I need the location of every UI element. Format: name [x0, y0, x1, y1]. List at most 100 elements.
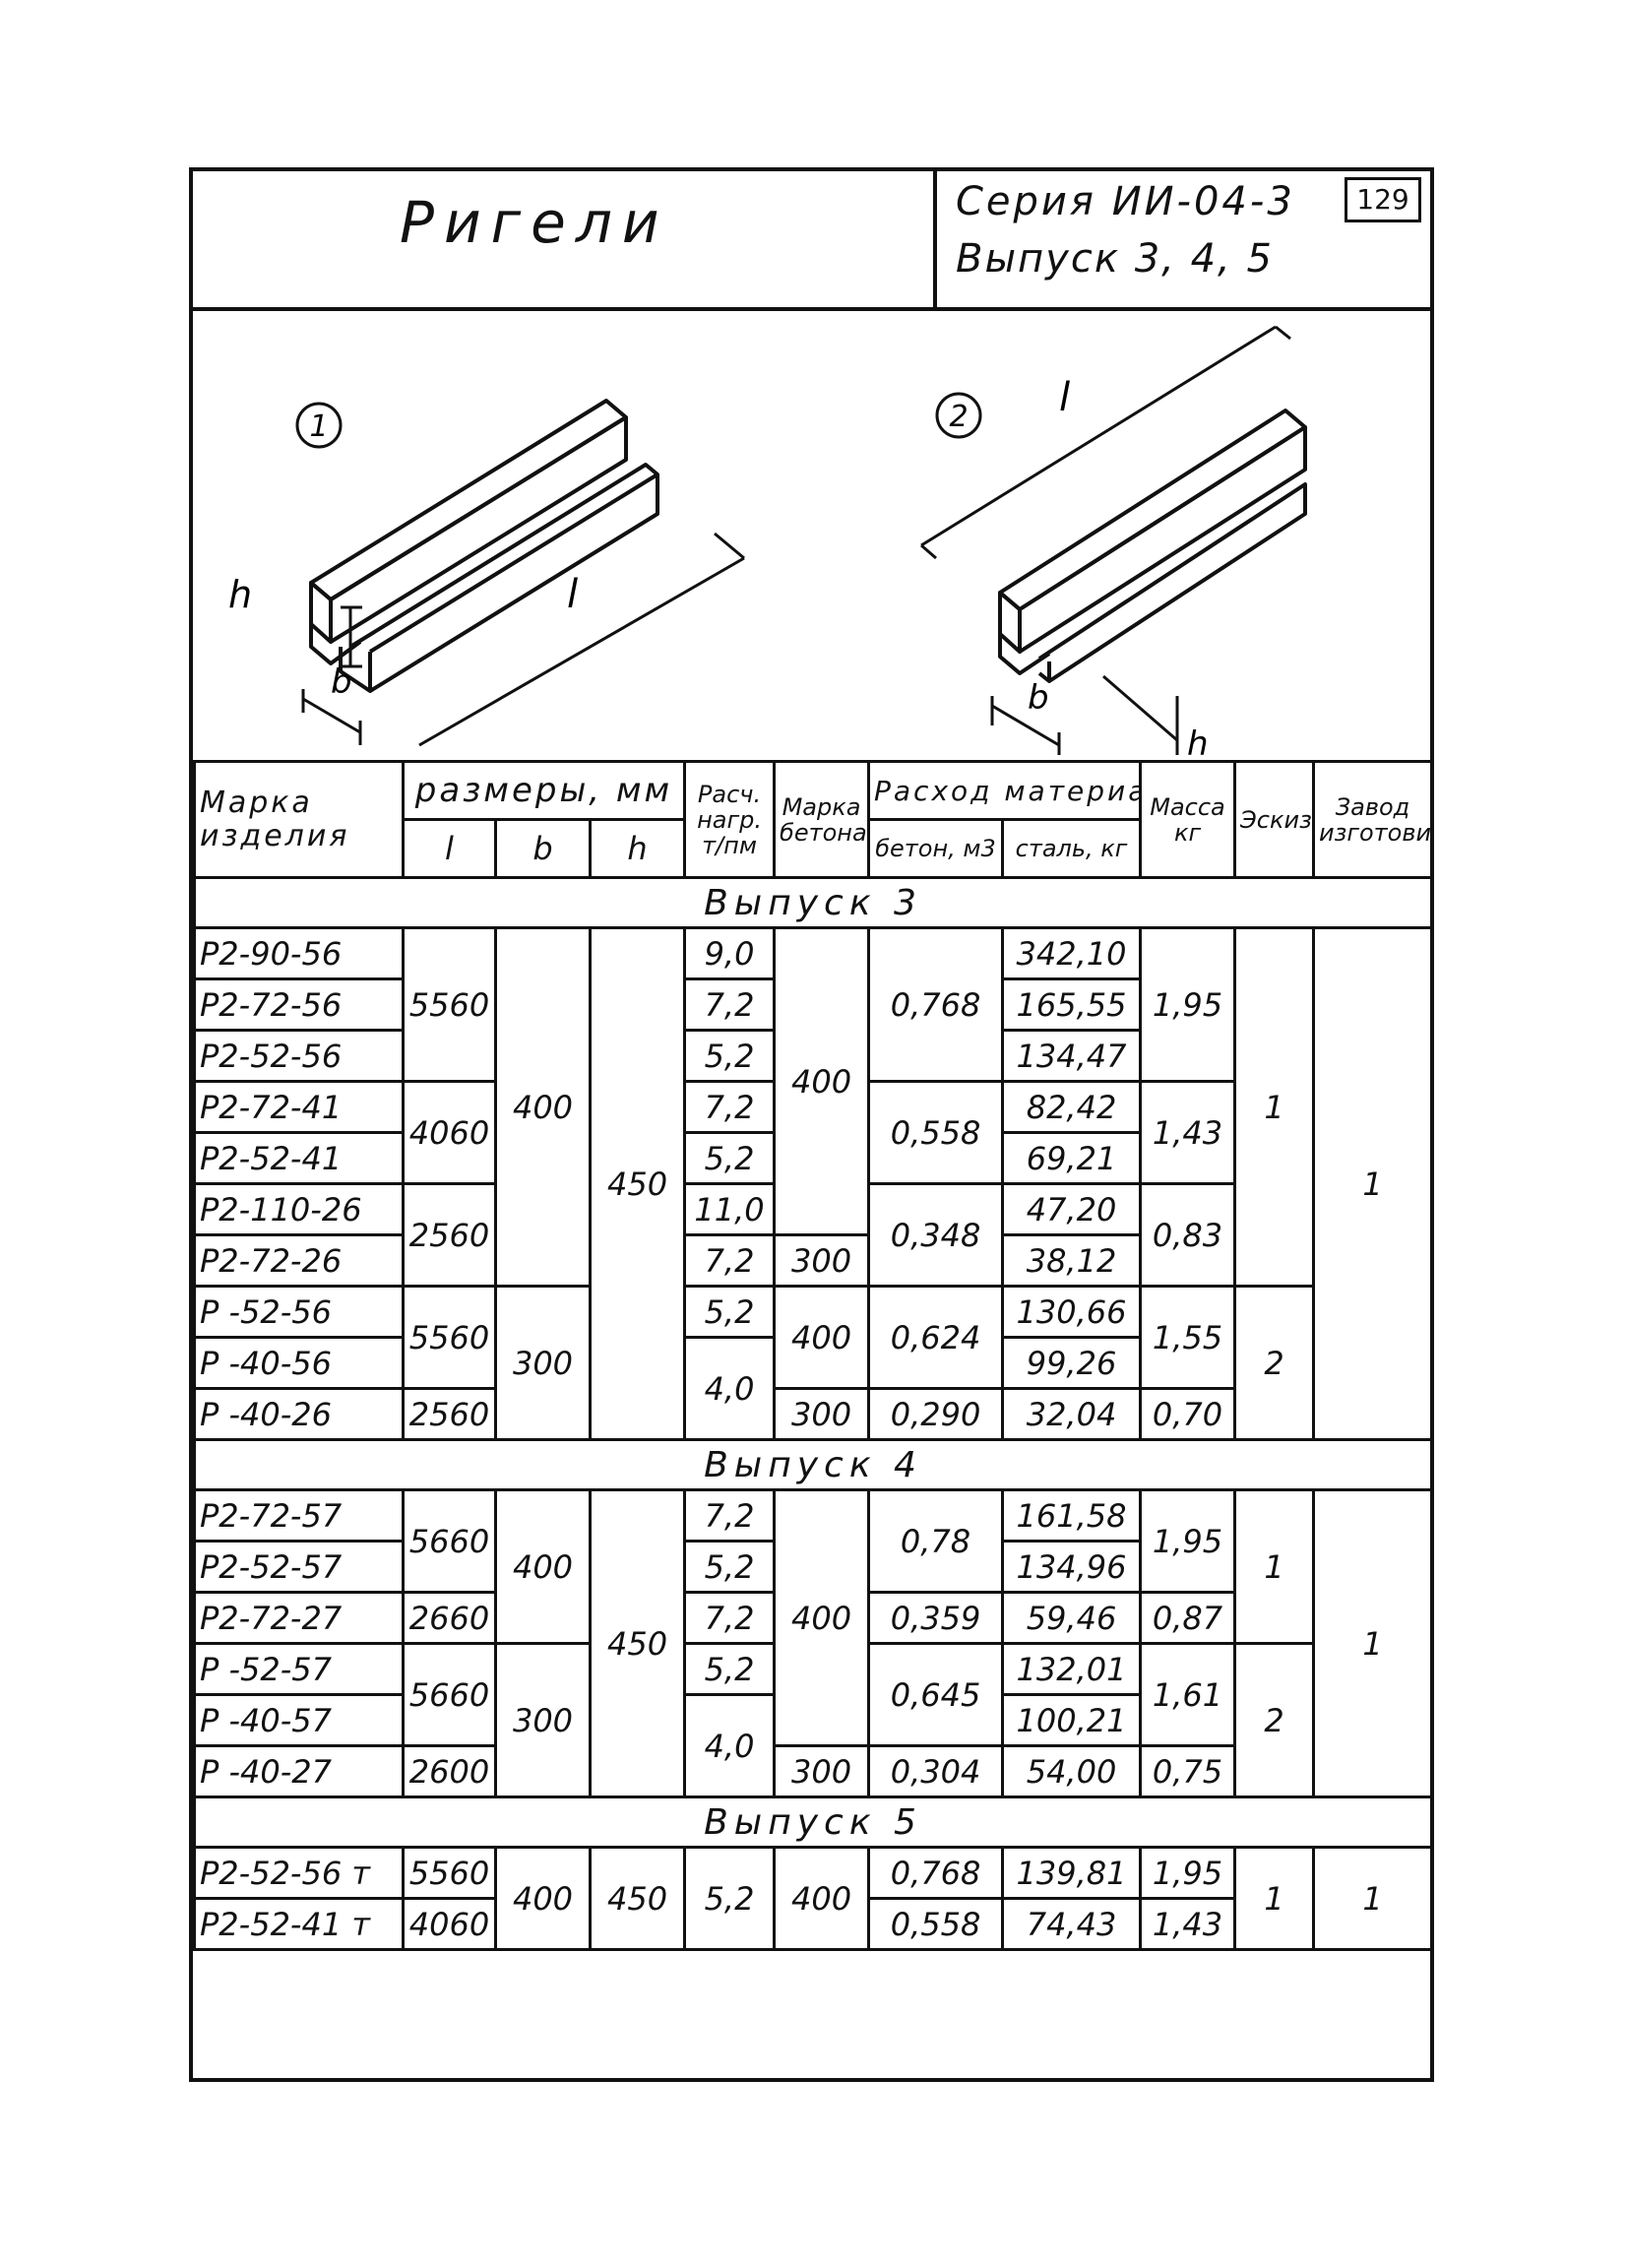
title-block: Ригели Серия ИИ-04-3 Выпуск 3, 4, 5 129 — [193, 171, 1430, 311]
cell-grade: 400 — [773, 1846, 871, 1951]
cell-h: 450 — [588, 1846, 687, 1951]
cell-sketch: 1 — [1233, 1846, 1316, 1951]
dim-h-label-1: h — [228, 573, 252, 616]
cell-load: 11,0 — [683, 1182, 777, 1236]
col-h-header: h — [588, 818, 687, 879]
cell-concrete: 0,78 — [867, 1488, 1005, 1594]
fig-1-marker — [295, 402, 343, 449]
cell-load: 9,0 — [683, 926, 777, 980]
col-factory-header: Завод изготовитель — [1312, 760, 1434, 879]
cell-h: 450 — [588, 926, 687, 1441]
cell-l: 4060 — [402, 1897, 497, 1951]
cell-concrete: 0,359 — [867, 1591, 1005, 1645]
cell-concrete: 0,290 — [867, 1387, 1005, 1441]
cell-load: 7,2 — [683, 1488, 777, 1543]
cell-concrete: 0,558 — [867, 1080, 1005, 1185]
cell-steel: 54,00 — [1001, 1744, 1143, 1798]
cell-mass: 1,55 — [1139, 1285, 1237, 1390]
cell-l: 2560 — [402, 1387, 497, 1441]
row-mark: Р2-52-56 т — [193, 1846, 405, 1900]
cell-concrete: 0,645 — [867, 1642, 1005, 1747]
row-mark: Р -40-56 — [193, 1336, 405, 1390]
row-mark: Р2-72-26 — [193, 1233, 405, 1288]
cell-concrete: 0,304 — [867, 1744, 1005, 1798]
row-mark: Р2-72-41 — [193, 1080, 405, 1134]
section-title: Выпуск 3 — [192, 876, 1434, 929]
drawing-sheet: Ригели Серия ИИ-04-3 Выпуск 3, 4, 5 129 — [189, 167, 1434, 2082]
cell-factory: 1 — [1312, 1846, 1434, 1951]
cell-l: 5660 — [402, 1488, 497, 1594]
cell-grade: 300 — [773, 1744, 871, 1798]
fig-2-label: 2 — [949, 400, 968, 434]
cell-factory: 1 — [1312, 1488, 1434, 1798]
row-mark: Р -40-26 — [193, 1387, 405, 1441]
cell-steel: 342,10 — [1001, 926, 1143, 980]
cell-load: 5,2 — [683, 1029, 777, 1083]
cell-concrete: 0,558 — [867, 1897, 1005, 1951]
dim-l-label-1: l — [567, 572, 578, 617]
cell-mass: 1,61 — [1139, 1642, 1237, 1747]
cell-mass: 0,75 — [1139, 1744, 1237, 1798]
col-steel-header: сталь, кг — [1001, 818, 1143, 879]
cell-l: 5560 — [402, 926, 497, 1083]
col-concrete-header: бетон, м3 — [867, 818, 1005, 879]
cell-mass: 1,95 — [1139, 1846, 1237, 1900]
row-mark: Р2-72-56 — [193, 977, 405, 1032]
beam-2-dimensions — [920, 325, 1291, 755]
cell-steel: 100,21 — [1001, 1693, 1143, 1747]
cell-steel: 134,47 — [1001, 1029, 1143, 1083]
cell-mass: 1,43 — [1139, 1897, 1237, 1951]
row-mark: Р2-52-41 — [193, 1131, 405, 1185]
cell-mass: 1,95 — [1139, 1488, 1237, 1594]
cell-concrete: 0,768 — [867, 926, 1005, 1083]
cell-mass: 1,43 — [1139, 1080, 1237, 1185]
cell-steel: 161,58 — [1001, 1488, 1143, 1543]
cell-l: 5560 — [402, 1285, 497, 1390]
cell-steel: 134,96 — [1001, 1540, 1143, 1594]
document-title: Ригели — [400, 189, 669, 256]
cell-l: 4060 — [402, 1080, 497, 1185]
row-mark: Р2-72-57 — [193, 1488, 405, 1543]
cell-grade: 300 — [773, 1233, 871, 1288]
cell-load: 7,2 — [683, 1591, 777, 1645]
cell-steel: 82,42 — [1001, 1080, 1143, 1134]
cell-mass: 0,70 — [1139, 1387, 1237, 1441]
fig-2-marker — [935, 392, 982, 439]
col-grade-header: Марка бетона — [773, 760, 871, 879]
row-mark: Р2-52-41 т — [193, 1897, 405, 1951]
dim-h-label-2: h — [1187, 724, 1209, 760]
cell-load: 5,2 — [683, 1642, 777, 1696]
cell-b: 300 — [494, 1285, 592, 1441]
col-mark-header: Марка изделия — [193, 760, 405, 879]
fig-1-label: 1 — [309, 410, 328, 444]
beam-sketch-svg: 1 h b l 2 — [228, 325, 1307, 764]
cell-grade: 400 — [773, 1285, 871, 1390]
cell-h: 450 — [588, 1488, 687, 1798]
cell-b: 400 — [494, 1488, 592, 1645]
cell-steel: 139,81 — [1001, 1846, 1143, 1900]
cell-steel: 69,21 — [1001, 1131, 1143, 1185]
cell-steel: 74,43 — [1001, 1897, 1143, 1951]
row-mark: Р2-52-56 — [193, 1029, 405, 1083]
cell-steel: 47,20 — [1001, 1182, 1143, 1236]
beam-specification-table: Марка изделия размеры, мм Расч. нагр. т/… — [192, 760, 1434, 1951]
beam-drawings: 1 h b l 2 — [193, 307, 1430, 764]
cell-l: 2560 — [402, 1182, 497, 1288]
cell-mass: 0,83 — [1139, 1182, 1237, 1288]
page-number: 129 — [1345, 177, 1421, 222]
row-mark: Р2-52-57 — [193, 1540, 405, 1594]
row-mark: Р -40-27 — [193, 1744, 405, 1798]
cell-l: 2600 — [402, 1744, 497, 1798]
dim-l-label-2: l — [1059, 375, 1070, 420]
cell-steel: 38,12 — [1001, 1233, 1143, 1288]
issue-label: Выпуск 3, 4, 5 — [956, 236, 1274, 282]
cell-b: 300 — [494, 1642, 592, 1798]
section-title: Выпуск 5 — [192, 1796, 1434, 1849]
cell-steel: 59,46 — [1001, 1591, 1143, 1645]
cell-steel: 130,66 — [1001, 1285, 1143, 1339]
cell-b: 400 — [494, 1846, 592, 1951]
col-consumption-header: Расход материалов — [867, 760, 1143, 821]
cell-load: 5,2 — [683, 1540, 777, 1594]
cell-l: 2660 — [402, 1591, 497, 1645]
beam-1-sketch — [309, 399, 659, 693]
